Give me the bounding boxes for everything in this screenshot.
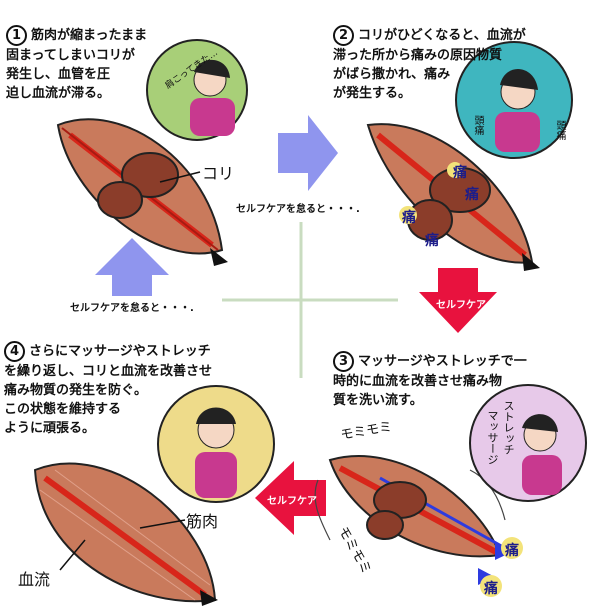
step-3-description: マッサージやストレッチで一 時的に血流を改善させ痛み物 質を洗い流す。 xyxy=(333,354,527,408)
person-circle-4 xyxy=(157,385,275,503)
step-1-description: 筋肉が縮まったまま 固まってしまいコリが 発生し、血管を圧 迫し血流が滞る。 xyxy=(6,28,148,101)
person-circle-1 xyxy=(146,39,248,141)
muscle-diagram-2 xyxy=(366,123,540,271)
selfcare-label-down: セルフケア xyxy=(436,300,486,311)
step-4-description: さらにマッサージやストレッチ を繰り返し、コリと血流を改善させ 痛み物質の発生を… xyxy=(4,344,213,436)
selfcare-label-left: セルフケア xyxy=(267,496,317,507)
neglect-label-left: セルフケアを怠ると・・・. xyxy=(70,303,194,314)
center-cross xyxy=(222,222,398,378)
step-2-description: コリがひどくなると、血流が 滞った所から痛みの原因物質 がばら撒かれ、痛み が発… xyxy=(333,28,526,101)
blue-arrow-up xyxy=(95,238,169,296)
red-arrow-down xyxy=(419,268,497,333)
pain-mark-2: 痛 xyxy=(465,187,479,203)
blue-arrow-right xyxy=(278,115,338,191)
stretch-caption: ストレッチ xyxy=(502,400,515,455)
pain-mark-4: 痛 xyxy=(425,233,439,249)
headache-caption-left: 頭痛 xyxy=(472,115,483,135)
pain-mark-6: 痛 xyxy=(484,581,498,597)
kori-lump-1 xyxy=(121,152,179,198)
kori-label: コリ xyxy=(202,164,235,183)
step-3-number: 3 xyxy=(333,351,354,372)
muscle-diagram-4 xyxy=(33,462,218,606)
step-2-number: 2 xyxy=(333,25,354,46)
headache-caption-right: 頭痛 xyxy=(554,120,565,140)
neglect-label-top: セルフケアを怠ると・・・. xyxy=(236,204,360,215)
ketsuryu-label: 血流 xyxy=(18,570,51,589)
person-circle-3 xyxy=(469,384,587,502)
muscle-diagram-1 xyxy=(56,118,228,266)
muscle-diagram-3 xyxy=(314,455,523,597)
step-4-number: 4 xyxy=(4,341,25,362)
pain-mark-5: 痛 xyxy=(505,543,519,559)
pain-mark-3: 痛 xyxy=(402,210,416,226)
kinniku-label: 筋肉 xyxy=(186,512,219,531)
pain-mark-1: 痛 xyxy=(453,165,467,181)
red-arrow-left xyxy=(255,461,326,535)
step-1-number: 1 xyxy=(6,25,27,46)
massage-caption: マッサージ xyxy=(486,410,499,465)
person-circle-2 xyxy=(455,41,573,159)
